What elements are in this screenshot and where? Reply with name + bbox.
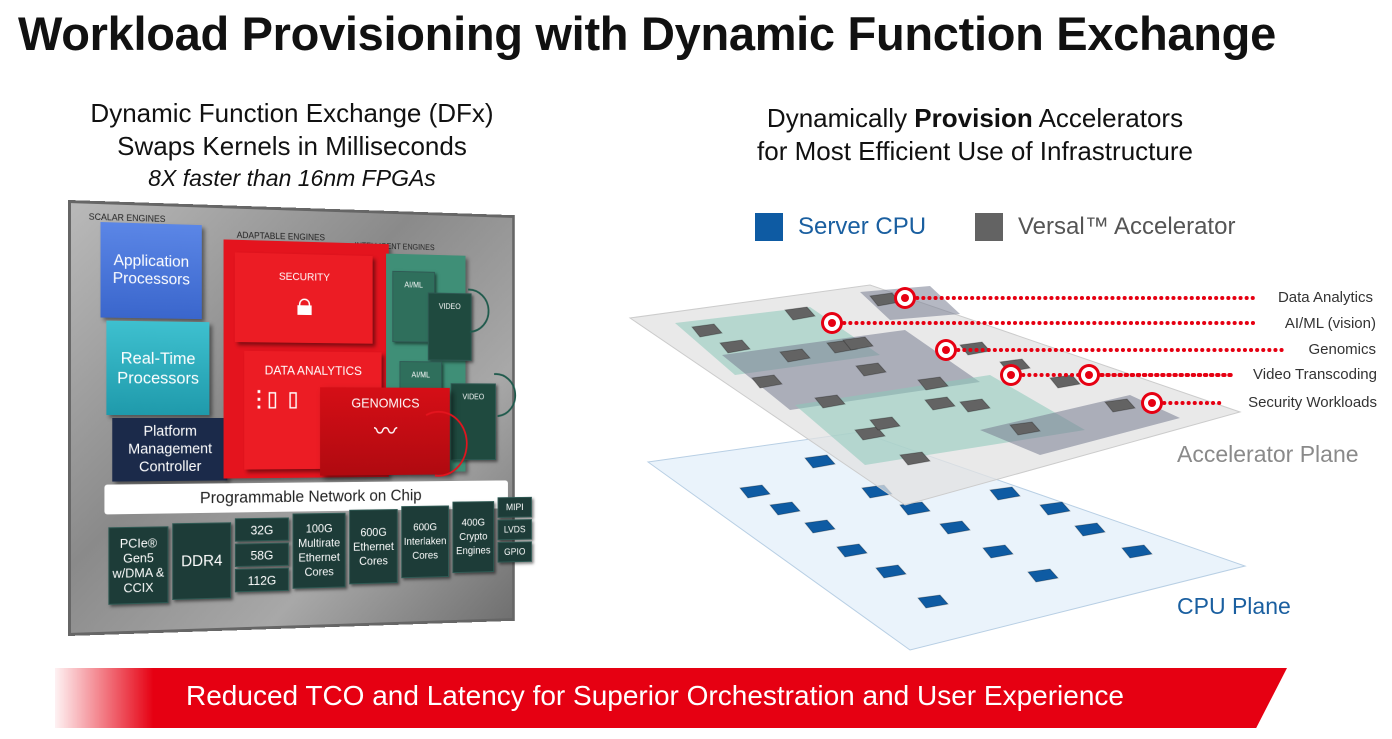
target-marker-icon xyxy=(1007,371,1015,379)
callout-label-security: Security Workloads xyxy=(1177,394,1377,411)
target-marker-icon xyxy=(942,346,950,354)
target-marker-icon xyxy=(1085,371,1093,379)
callout-label-genomics: Genomics xyxy=(1176,341,1376,358)
target-marker-icon xyxy=(901,294,909,302)
banner-text: Reduced TCO and Latency for Superior Orc… xyxy=(55,680,1255,712)
target-marker-icon xyxy=(1148,399,1156,407)
cpu-plane-label: CPU Plane xyxy=(1177,593,1291,620)
callout-label-data-analytics: Data Analytics xyxy=(1173,289,1373,306)
target-marker-icon xyxy=(828,319,836,327)
accelerator-plane-label: Accelerator Plane xyxy=(1177,441,1359,468)
callout-label-video: Video Transcoding xyxy=(1177,366,1377,383)
callout-label-aiml: AI/ML (vision) xyxy=(1176,315,1376,332)
